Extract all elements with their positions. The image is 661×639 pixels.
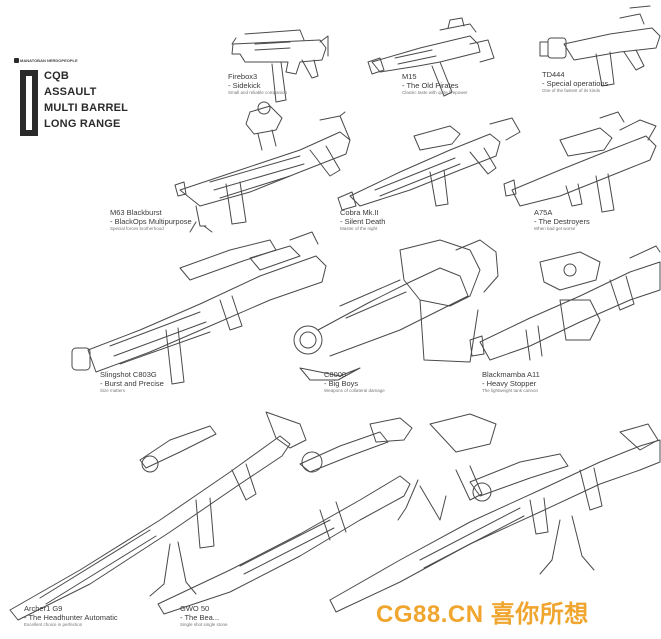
weapon-description: Classic taste with quite firepower: [402, 90, 468, 95]
weapon-description: Small and reliable companion: [228, 90, 288, 95]
weapon-name: TD444: [542, 70, 565, 79]
weapon-name: Blackmamba A11: [482, 370, 540, 379]
weapon-tagline: - Sidekick: [228, 81, 261, 90]
weapon-name: M15: [402, 72, 417, 81]
weapon-caption-cobra-mk2: Cobra Mk.II - Silent Death Master of the…: [340, 208, 385, 231]
weapon-tagline: - BlackOps Multipurpose: [110, 217, 192, 226]
weapon-description: The lightweight tank cannon: [482, 388, 539, 393]
blackmamba-a11-sketch: [469, 245, 661, 361]
weapon-caption-slingshot-c803g: Slingshot C803G - Burst and Precise Size…: [100, 370, 164, 393]
weapon-name: Slingshot C803G: [100, 370, 157, 379]
m63-blackburst-sketch: [174, 101, 351, 233]
weapon-caption-c8000: C8000 - Big Boys Weapons of collateral d…: [324, 370, 385, 393]
weapon-description: Special forces brotherhood: [110, 226, 164, 231]
weapon-name: Firebox3: [228, 72, 258, 81]
weapon-caption-blackmamba-a11: Blackmamba A11 - Heavy Stopper The light…: [482, 370, 540, 393]
weapon-name: GWO 50: [180, 604, 210, 613]
heavy-sniper-sketch: [329, 423, 661, 613]
legend-number-graphic: [20, 70, 38, 136]
brand-name: MANATOBAN NERDOPEOPLE: [20, 58, 78, 63]
c8000-sketch: [293, 239, 499, 381]
weapon-description: Single shot single stone: [180, 622, 228, 627]
weapon-tagline: - Burst and Precise: [100, 379, 164, 388]
m15-sketch: [367, 17, 495, 97]
archer1-g9-sketch: [9, 411, 307, 621]
legend-item-cqb: CQB: [44, 70, 70, 82]
legend-item-multi-barrel: MULTI BARREL: [44, 102, 129, 114]
weapon-description: Excellent choice in perfection: [24, 622, 83, 627]
weapon-name: Cobra Mk.II: [340, 208, 379, 217]
weapon-tagline: - Silent Death: [340, 217, 386, 226]
weapon-description: Master of the night: [340, 226, 378, 231]
weapon-name: A75A: [534, 208, 553, 217]
weapon-caption-td444: TD444 - Special operations One of the fa…: [542, 70, 608, 93]
watermark: CG88.CN 喜你所想: [376, 601, 589, 628]
cobra-mk2-sketch: [337, 117, 521, 211]
td444-sketch: [539, 5, 661, 87]
weapon-caption-firebox3: Firebox3 - Sidekick Small and reliable c…: [228, 72, 287, 95]
weapon-tagline: - Heavy Stopper: [482, 379, 537, 388]
legend-item-long-range: LONG RANGE: [44, 118, 121, 130]
weapon-tagline: - The Bea...: [180, 613, 220, 622]
gwo50-sketch: [157, 413, 497, 615]
weapon-name: Archer1 G9: [24, 604, 63, 613]
brand-logo: [14, 58, 19, 63]
a75a-sketch: [503, 111, 657, 213]
weapon-description: Size matters: [100, 388, 126, 393]
legend-item-assault: ASSAULT: [44, 86, 97, 98]
slingshot-c803g-sketch: [71, 231, 327, 385]
weapon-caption-archer1-g9: Archer1 G9 - The Headhunter Automatic Ex…: [24, 604, 118, 627]
weapon-tagline: - Big Boys: [324, 379, 359, 388]
weapon-caption-gwo50: GWO 50 - The Bea... Single shot single s…: [180, 604, 228, 627]
firebox3-sketch: [231, 29, 329, 103]
weapon-name: M63 Blackburst: [110, 208, 162, 217]
weapon-tagline: - The Destroyers: [534, 217, 590, 226]
weapon-description: Weapons of collateral damage: [324, 388, 385, 393]
weapon-description: When bad get worse: [534, 226, 576, 231]
weapon-tagline: - Special operations: [542, 79, 609, 88]
weapon-caption-m15: M15 - The Old Pirates Classic taste with…: [402, 72, 468, 95]
weapon-tagline: - The Headhunter Automatic: [24, 613, 118, 622]
weapon-name: C8000: [324, 370, 347, 379]
weapon-tagline: - The Old Pirates: [402, 81, 459, 90]
weapon-caption-m63-blackburst: M63 Blackburst - BlackOps Multipurpose S…: [110, 208, 192, 231]
weapon-description: One of the fastest of its kinds: [542, 88, 601, 93]
weapon-caption-a75a: A75A - The Destroyers When bad get worse: [534, 208, 590, 231]
